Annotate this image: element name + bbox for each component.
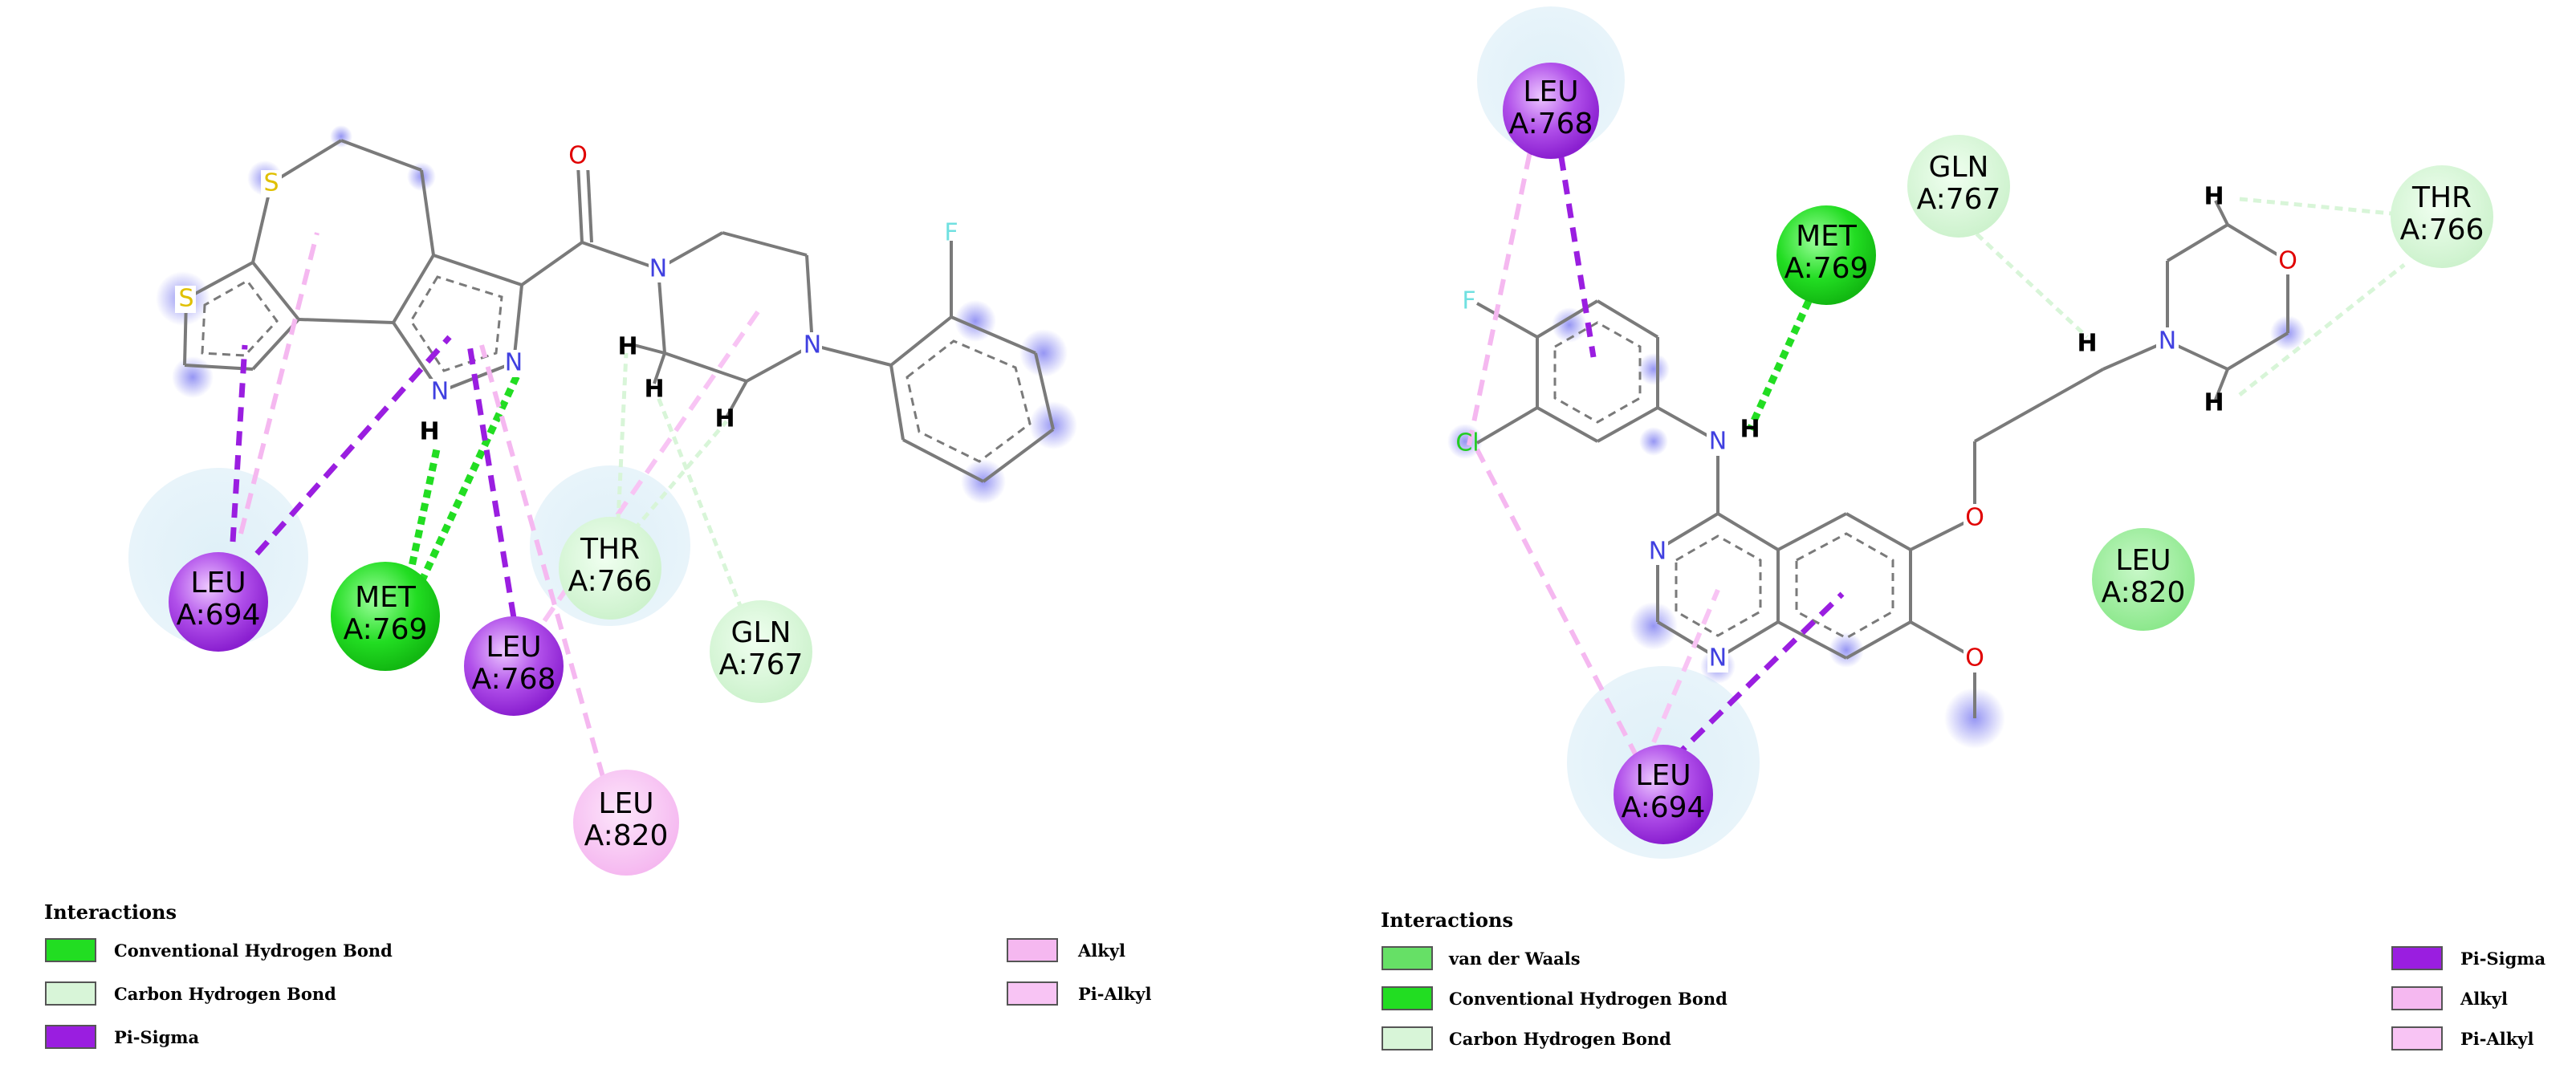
svg-text:A:768: A:768 <box>1509 108 1593 140</box>
atom-cl: Cl <box>1455 429 1479 457</box>
svg-text:LEU: LEU <box>486 631 541 664</box>
atom-h: H <box>2204 389 2224 417</box>
legend-item: Carbon Hydrogen Bond <box>1382 1026 1671 1050</box>
atom-n: N <box>1649 538 1666 566</box>
svg-text:A:766: A:766 <box>568 565 653 598</box>
svg-text:Pi-Alkyl: Pi-Alkyl <box>1078 984 1152 1004</box>
svg-text:LEU: LEU <box>190 567 246 599</box>
atom-h: H <box>714 405 735 433</box>
residue-leu-820: LEU A:820 <box>2092 528 2195 631</box>
residue-thr-766: THR A:766 <box>559 517 661 620</box>
legend-item: Conventional Hydrogen Bond <box>45 938 393 962</box>
atom-n: N <box>1709 428 1727 456</box>
atom-n: N <box>804 331 821 360</box>
atom-f: F <box>944 219 958 247</box>
residue-leu-768: LEU A:768 <box>464 616 564 716</box>
svg-text:A:766: A:766 <box>2400 213 2484 246</box>
ligand-bonds <box>1475 200 2289 718</box>
svg-text:A:767: A:767 <box>1917 183 2001 216</box>
right-panel: F Cl N H N N O O N O H H H LEU A:768 <box>1381 6 2546 1050</box>
legend-left: Interactions Conventional Hydrogen Bond … <box>44 900 1152 1049</box>
residue-leu-694: LEU A:694 <box>1614 745 1713 844</box>
atom-n: N <box>2159 327 2176 356</box>
svg-text:Conventional Hydrogen Bond: Conventional Hydrogen Bond <box>1449 989 1728 1009</box>
legend-item: Pi-Alkyl <box>1007 981 1152 1006</box>
legend-item: Carbon Hydrogen Bond <box>45 981 336 1006</box>
legend-item: Alkyl <box>2391 986 2508 1010</box>
atom-n: N <box>649 255 667 283</box>
atom-h: H <box>1740 416 1760 444</box>
residue-met-769: MET A:769 <box>1776 205 1876 305</box>
atom-o: O <box>1965 504 1984 532</box>
atom-h: H <box>2204 183 2224 211</box>
legend-right: Interactions van der Waals Conventional … <box>1381 908 2546 1050</box>
atom-o: O <box>2278 247 2297 275</box>
svg-text:MET: MET <box>1796 220 1858 253</box>
atom-n: N <box>431 378 449 406</box>
atom-s: S <box>263 169 279 197</box>
svg-text:Pi-Sigma: Pi-Sigma <box>114 1027 200 1047</box>
svg-text:A:769: A:769 <box>344 613 428 646</box>
atom-o: O <box>1965 644 1984 673</box>
svg-text:Alkyl: Alkyl <box>1077 941 1125 961</box>
svg-text:A:694: A:694 <box>1622 791 1706 824</box>
svg-text:A:767: A:767 <box>719 648 804 681</box>
svg-text:A:820: A:820 <box>2102 576 2186 609</box>
residue-leu-694: LEU A:694 <box>169 552 268 652</box>
svg-text:LEU: LEU <box>1635 759 1691 792</box>
aromatic-rings <box>201 275 1032 463</box>
legend-item: Pi-Sigma <box>45 1025 200 1049</box>
atom-n: N <box>1709 644 1727 673</box>
legend-item: Alkyl <box>1007 938 1125 962</box>
atom-labels: O N N S S N N F H H H H <box>175 141 958 446</box>
residue-leu-768: LEU A:768 <box>1503 63 1599 159</box>
atom-h: H <box>617 333 637 361</box>
interaction-lines <box>230 232 765 803</box>
legend-title: Interactions <box>44 900 177 924</box>
residue-thr-766: THR A:766 <box>2391 165 2493 268</box>
legend-item: Pi-Alkyl <box>2391 1026 2534 1050</box>
svg-text:LEU: LEU <box>598 787 653 820</box>
legend-item: van der Waals <box>1382 946 1581 970</box>
atom-n: N <box>505 349 523 377</box>
svg-text:GLN: GLN <box>731 616 792 649</box>
svg-text:Alkyl: Alkyl <box>2460 989 2508 1009</box>
svg-text:LEU: LEU <box>2115 544 2171 577</box>
svg-text:A:769: A:769 <box>1784 252 1869 285</box>
svg-text:A:694: A:694 <box>177 599 261 632</box>
svg-text:A:768: A:768 <box>472 663 556 696</box>
residue-gln-767: GLN A:767 <box>710 600 812 703</box>
legend-item: Conventional Hydrogen Bond <box>1382 986 1728 1010</box>
svg-text:Carbon Hydrogen Bond: Carbon Hydrogen Bond <box>114 984 336 1004</box>
aromatic-rings <box>1553 321 1894 640</box>
residue-leu-820: LEU A:820 <box>573 770 679 876</box>
interaction-lines <box>1467 128 2409 761</box>
svg-text:Pi-Sigma: Pi-Sigma <box>2460 949 2546 969</box>
svg-text:THR: THR <box>2411 181 2472 214</box>
legend-item: Pi-Sigma <box>2391 946 2546 970</box>
residue-met-769: MET A:769 <box>331 562 440 671</box>
left-panel: O N N S S N N F H H H H LEU A:694 <box>44 125 1152 1049</box>
atom-s: S <box>178 285 193 313</box>
legend-title: Interactions <box>1381 908 1513 932</box>
atom-h: H <box>2077 330 2097 358</box>
svg-text:Pi-Alkyl: Pi-Alkyl <box>2460 1029 2534 1049</box>
atom-highlights <box>1447 307 2305 749</box>
atom-o: O <box>568 142 588 170</box>
svg-text:van der Waals: van der Waals <box>1448 949 1581 969</box>
svg-text:MET: MET <box>355 581 417 614</box>
atom-h: H <box>419 418 439 446</box>
residue-gln-767: GLN A:767 <box>1907 135 2010 238</box>
svg-text:LEU: LEU <box>1523 75 1578 108</box>
svg-text:GLN: GLN <box>1929 151 1989 184</box>
atom-h: H <box>644 376 664 404</box>
svg-text:Conventional Hydrogen Bond: Conventional Hydrogen Bond <box>114 941 393 961</box>
svg-text:Carbon Hydrogen Bond: Carbon Hydrogen Bond <box>1449 1029 1671 1049</box>
svg-text:THR: THR <box>580 533 640 566</box>
ligand-bonds <box>183 139 1055 483</box>
atom-labels: F Cl N H N N O O N O H H H <box>1455 183 2299 673</box>
svg-text:A:820: A:820 <box>584 819 669 852</box>
atom-f: F <box>1462 287 1475 315</box>
